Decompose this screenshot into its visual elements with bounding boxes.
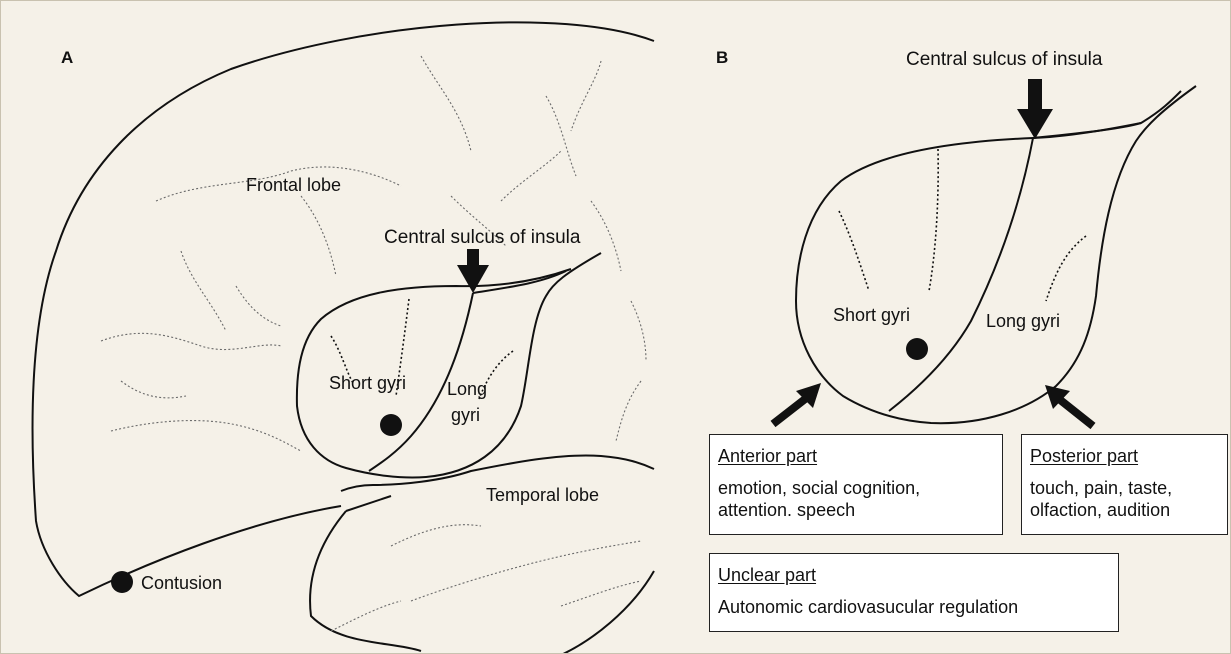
unclear-part-line1: Autonomic cardiovasucular regulation xyxy=(718,596,1110,618)
panel-b: B Central sulcus of insula Short gyri Lo… xyxy=(716,48,1196,426)
unclear-part-heading: Unclear part xyxy=(718,564,1110,586)
contusion-dot-a xyxy=(380,414,402,436)
insula-outline-a xyxy=(297,253,601,478)
posterior-part-box: Posterior part touch, pain, taste, olfac… xyxy=(1021,434,1228,535)
anterior-part-box: Anterior part emotion, social cognition,… xyxy=(709,434,1003,535)
temporal-lobe-outline xyxy=(310,511,654,654)
panel-b-letter: B xyxy=(716,48,728,67)
short-gyri-label-b: Short gyri xyxy=(833,305,910,325)
temporal-lobe-label: Temporal lobe xyxy=(486,485,599,505)
anterior-part-heading: Anterior part xyxy=(718,445,994,467)
long-gyri-label-a-line1: Long xyxy=(447,379,487,399)
arrow-anterior xyxy=(773,383,821,424)
brain-outline xyxy=(33,22,654,596)
long-gyri-label-b: Long gyri xyxy=(986,311,1060,331)
legend-label: Contusion xyxy=(141,573,222,593)
cortical-sulci xyxy=(101,56,646,631)
posterior-part-line2: olfaction, audition xyxy=(1030,499,1219,521)
insula-posterior-curve-b xyxy=(976,386,1041,411)
central-sulcus-line-b xyxy=(889,138,1033,411)
insula-gyri-dots-b xyxy=(839,149,1086,301)
panel-a: A Frontal lobe Central sulcus of insula … xyxy=(33,22,654,654)
contusion-dot-b xyxy=(906,338,928,360)
anterior-part-line2: attention. speech xyxy=(718,499,994,521)
central-sulcus-label-b: Central sulcus of insula xyxy=(906,49,1103,70)
unclear-part-box: Unclear part Autonomic cardiovasucular r… xyxy=(709,553,1119,632)
central-sulcus-label-a: Central sulcus of insula xyxy=(384,227,581,248)
arrow-central-sulcus-b xyxy=(1017,79,1053,139)
temporal-pole xyxy=(346,496,391,511)
arrow-posterior xyxy=(1045,385,1093,426)
posterior-part-line1: touch, pain, taste, xyxy=(1030,477,1219,499)
frontal-lobe-label: Frontal lobe xyxy=(246,175,341,195)
anterior-part-line1: emotion, social cognition, xyxy=(718,477,994,499)
short-gyri-label-a: Short gyri xyxy=(329,373,406,393)
panel-a-letter: A xyxy=(61,48,73,67)
legend-dot xyxy=(111,571,133,593)
posterior-part-heading: Posterior part xyxy=(1030,445,1219,467)
long-gyri-label-a-line2: gyri xyxy=(451,405,480,425)
